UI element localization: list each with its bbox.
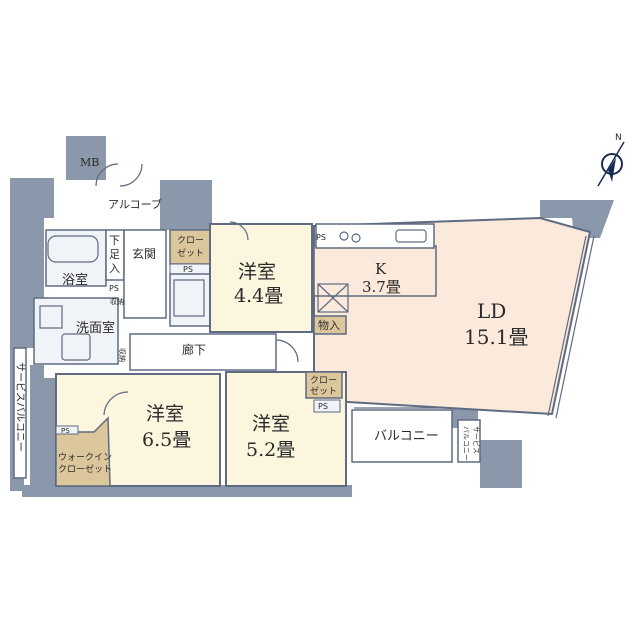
- room-labels: MB アルコーブ 下 足 入 玄関 浴室 洗面室 PS 収納 収納 クロー ゼッ…: [14, 133, 622, 475]
- ps-label-kitchen: PS: [316, 233, 326, 242]
- ld-name: LD: [477, 299, 506, 323]
- service-balcony-right-label-1: サービス: [472, 426, 481, 454]
- toilet-icon: [173, 279, 205, 317]
- bathtub-icon: [47, 235, 99, 263]
- bed44-name: 洋室: [238, 261, 276, 283]
- ps-label-bath: PS: [109, 284, 119, 293]
- bed65-name: 洋室: [146, 403, 184, 425]
- bed52-name: 洋室: [252, 413, 290, 435]
- closet-label-b1: クロー: [310, 375, 337, 386]
- washroom-label: 洗面室: [76, 320, 115, 336]
- room-fills: [13, 216, 592, 487]
- stove-icon: [339, 231, 349, 241]
- service-balcony-right-label-2: バルコニー: [462, 426, 470, 461]
- shoe-closet-label-2: 足: [109, 248, 120, 261]
- mb-label: MB: [80, 156, 99, 169]
- service-balcony-left-label: サービスバルコニー: [14, 362, 26, 452]
- storage-label-1: 収納: [110, 297, 124, 306]
- wic-label-2: クローゼット: [58, 463, 112, 475]
- closet-label-a2: ゼット: [177, 247, 204, 259]
- bed65-size: 6.5畳: [142, 429, 191, 451]
- north-label: N: [615, 133, 622, 143]
- hall-label: 廊下: [182, 342, 206, 357]
- kitchen-sink-icon: [395, 229, 427, 243]
- closet-label-b2: ゼット: [310, 385, 337, 397]
- wic-label-1: ウォークイン: [58, 452, 112, 463]
- washer-icon: [39, 305, 63, 329]
- ps-label-toilet: PS: [183, 265, 193, 274]
- balcony-label: バルコニー: [374, 429, 439, 444]
- pantry-label: 物入: [318, 318, 340, 332]
- bed52-size: 5.2畳: [246, 439, 295, 461]
- closet-label-a1: クロー: [177, 235, 204, 246]
- door-swing-icon: [95, 163, 119, 187]
- ld-size: 15.1畳: [464, 325, 529, 349]
- ps-label-bed52: PS: [318, 402, 328, 411]
- storage-label-2: 収納: [118, 348, 127, 362]
- entrance-label: 玄関: [132, 246, 156, 261]
- shoe-closet-label-1: 下: [109, 234, 120, 247]
- bed44-size: 4.4畳: [234, 285, 283, 307]
- alcove-label: アルコーブ: [108, 197, 162, 211]
- fridge-icon: [317, 283, 349, 313]
- ps-label-wic: PS: [61, 427, 70, 435]
- fixtures: [39, 163, 595, 419]
- kitchen-size: 3.7畳: [362, 278, 401, 296]
- north-compass: [597, 141, 625, 187]
- kitchen-name: K: [375, 260, 387, 278]
- sink-icon: [61, 333, 91, 361]
- bath-label: 浴室: [62, 272, 88, 288]
- shoe-closet-label-3: 入: [109, 262, 120, 275]
